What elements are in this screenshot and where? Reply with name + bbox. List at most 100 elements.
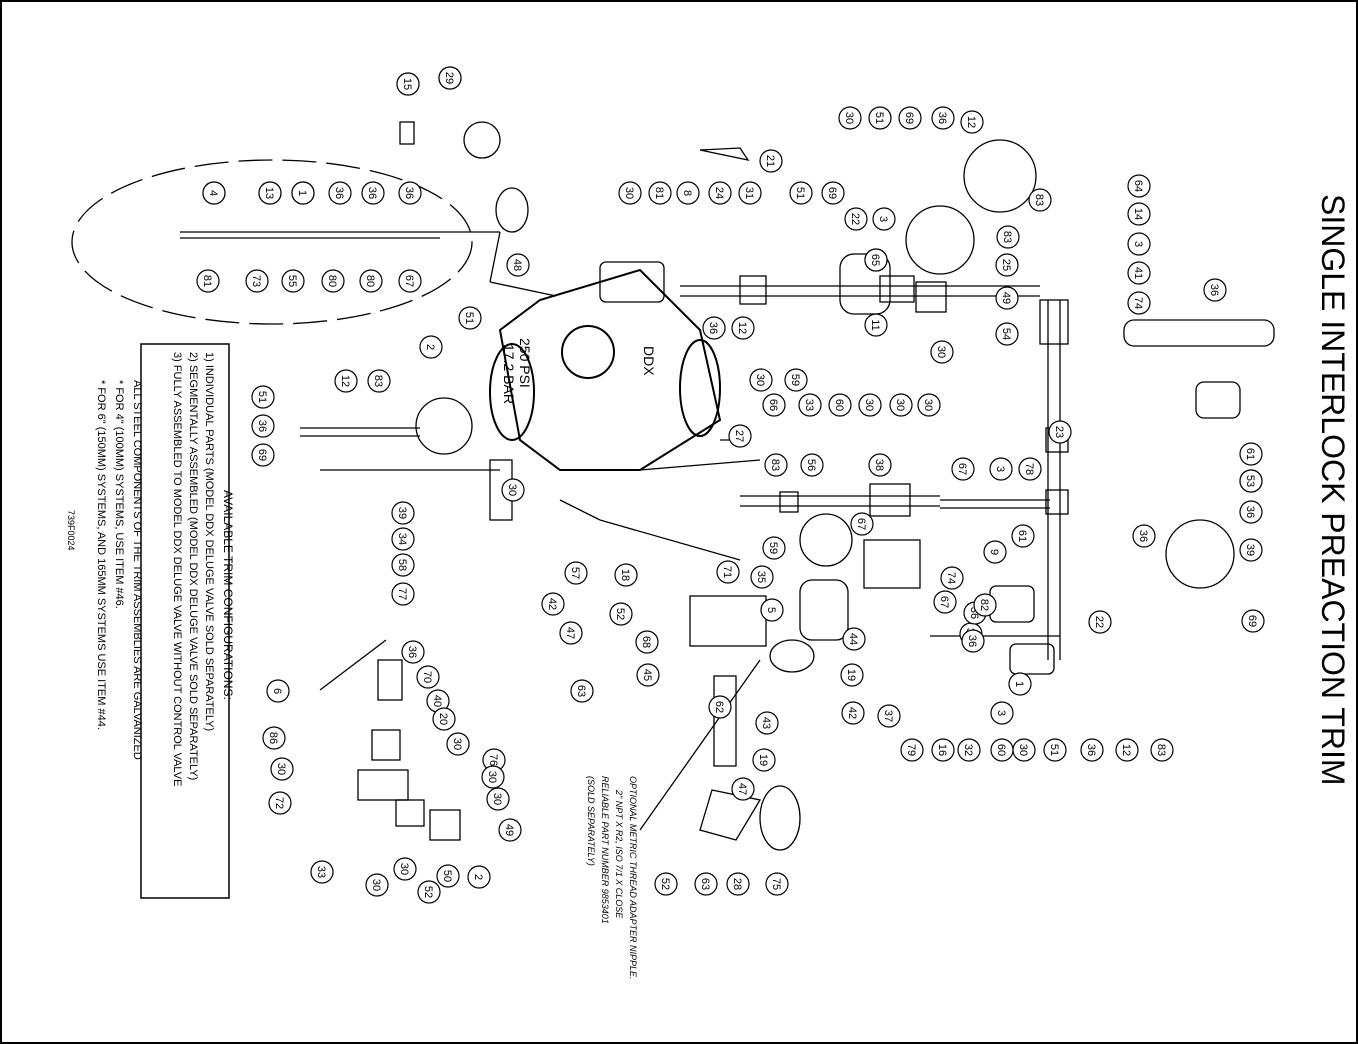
drawing-number: 739F0024 (66, 510, 76, 551)
item-callout-18: 18 (614, 563, 638, 587)
svg-text:67: 67 (956, 463, 968, 475)
item-callout-51: 51 (789, 181, 813, 205)
item-callout-11: 11 (864, 313, 888, 337)
item-callout-75: 75 (765, 872, 789, 896)
svg-text:33: 33 (803, 399, 815, 411)
item-callout-67: 67 (951, 457, 975, 481)
svg-text:44: 44 (847, 633, 859, 645)
svg-text:76: 76 (487, 754, 499, 766)
item-callout-51: 51 (251, 385, 275, 409)
item-callout-36: 36 (398, 181, 422, 205)
pressure-gauge-22-top (963, 139, 1037, 213)
item-callout-30: 30 (838, 106, 862, 130)
svg-text:12: 12 (965, 116, 977, 128)
item-callout-30: 30 (889, 393, 913, 417)
item-callout-22: 22 (844, 207, 868, 231)
item-callout-2: 2 (419, 335, 443, 359)
svg-text:75: 75 (770, 878, 782, 890)
item-callout-36: 36 (401, 640, 425, 664)
item-callout-30: 30 (1012, 738, 1036, 762)
svg-text:29: 29 (443, 72, 455, 84)
item-callout-65: 65 (864, 248, 888, 272)
item-callout-36: 36 (1080, 738, 1104, 762)
svg-text:3: 3 (1132, 241, 1144, 247)
svg-text:65: 65 (869, 254, 881, 266)
svg-text:77: 77 (396, 588, 408, 600)
svg-text:30: 30 (398, 863, 410, 875)
item-callout-69: 69 (1241, 609, 1265, 633)
svg-text:42: 42 (846, 707, 858, 719)
item-callout-36: 36 (1132, 524, 1156, 548)
item-callout-42: 42 (841, 701, 865, 725)
item-callout-29: 29 (438, 66, 462, 90)
item-callout-30: 30 (501, 478, 525, 502)
svg-text:1: 1 (296, 190, 308, 196)
svg-text:53: 53 (1244, 475, 1256, 487)
valve-model-mark: DDX (641, 346, 657, 376)
svg-text:30: 30 (754, 374, 766, 386)
item-callout-9: 9 (983, 540, 1007, 564)
item-callout-12: 12 (960, 110, 984, 134)
svg-text:81: 81 (653, 187, 665, 199)
svg-text:71: 71 (721, 566, 733, 578)
svg-text:69: 69 (1246, 615, 1258, 627)
svg-text:9: 9 (988, 549, 1000, 555)
svg-text:2: 2 (424, 344, 436, 350)
item-callout-55: 55 (281, 269, 305, 293)
item-callout-30: 30 (858, 393, 882, 417)
optional-note-4: (SOLD SEPARATELY) (586, 776, 596, 866)
svg-text:36: 36 (936, 112, 948, 124)
svg-text:36: 36 (333, 187, 345, 199)
item-callout-57: 57 (564, 561, 588, 585)
item-callout-81: 81 (196, 269, 220, 293)
svg-text:55: 55 (286, 275, 298, 287)
item-callout-34: 34 (391, 527, 415, 551)
svg-text:58: 58 (396, 559, 408, 571)
svg-text:30: 30 (491, 793, 503, 805)
svg-text:78: 78 (1023, 463, 1035, 475)
svg-text:14: 14 (1132, 208, 1144, 220)
item-callout-25: 25 (995, 253, 1019, 277)
item-callout-56: 56 (800, 453, 824, 477)
svg-text:40: 40 (431, 695, 443, 707)
item-callout-31: 31 (738, 181, 762, 205)
svg-text:38: 38 (873, 459, 885, 471)
svg-text:48: 48 (511, 259, 523, 271)
optional-note-1: OPTIONAL METRIC THREAD ADAPTER NIPPLE. (628, 776, 638, 980)
svg-text:30: 30 (863, 399, 875, 411)
svg-text:3: 3 (995, 710, 1007, 716)
svg-text:43: 43 (760, 717, 772, 729)
svg-text:19: 19 (845, 669, 857, 681)
item-callout-49: 49 (498, 818, 522, 842)
svg-text:24: 24 (713, 187, 725, 199)
notes-heading: AVAILABLE TRIM CONFIGURATIONS: (221, 490, 235, 700)
handwheel (799, 513, 853, 567)
svg-text:30: 30 (486, 771, 498, 783)
svg-text:45: 45 (641, 669, 653, 681)
item-callout-41: 41 (1127, 261, 1151, 285)
item-callout-39: 39 (391, 501, 415, 525)
item-callout-14: 14 (1127, 202, 1151, 226)
item-callout-69: 69 (821, 181, 845, 205)
item-callout-30: 30 (618, 181, 642, 205)
svg-text:27: 27 (733, 430, 745, 442)
item-callout-83: 83 (996, 225, 1020, 249)
svg-text:34: 34 (396, 533, 408, 545)
item-callout-52: 52 (654, 872, 678, 896)
item-callout-67: 67 (933, 590, 957, 614)
svg-text:36: 36 (966, 635, 978, 647)
svg-text:80: 80 (364, 275, 376, 287)
svg-text:30: 30 (894, 399, 906, 411)
svg-text:67: 67 (403, 275, 415, 287)
item-callout-50: 50 (436, 864, 460, 888)
svg-text:36: 36 (366, 187, 378, 199)
item-callout-12: 12 (731, 316, 755, 340)
item-callout-42: 42 (541, 592, 565, 616)
item-callout-80: 80 (321, 269, 345, 293)
svg-text:30: 30 (922, 399, 934, 411)
item-callout-82: 82 (973, 593, 997, 617)
svg-text:36: 36 (1137, 530, 1149, 542)
note-item-1: 1) INDIVIDUAL PARTS (MODEL DDX DELUGE VA… (203, 352, 215, 731)
